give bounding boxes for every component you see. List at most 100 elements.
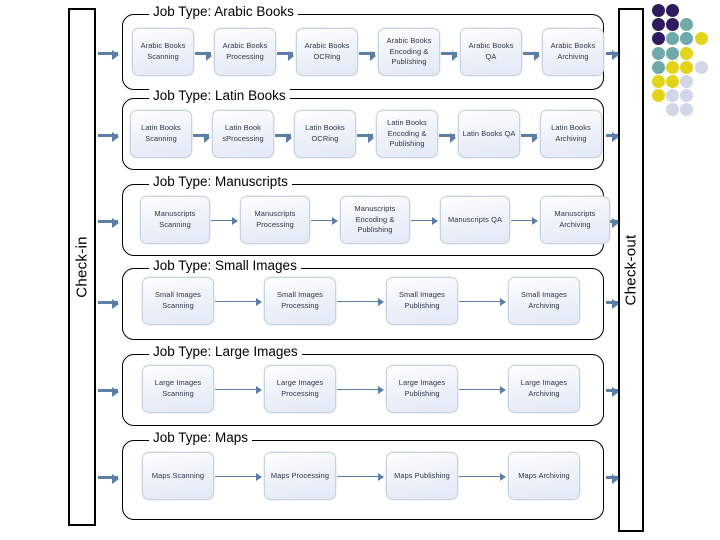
process-step-box[interactable]: Maps Publishing <box>386 452 458 500</box>
decorative-dot <box>694 32 708 46</box>
check-in-feeder-arrow <box>98 299 119 310</box>
process-step-label: Latin Books Scanning <box>141 123 181 143</box>
process-step-label: Manuscripts Encoding & Publishing <box>354 203 396 235</box>
process-step-box[interactable]: Manuscripts Archiving <box>540 196 610 244</box>
process-step-label: Small Images Processing <box>277 290 323 310</box>
decorative-dot <box>680 32 694 46</box>
process-step-box[interactable]: Latin Books OCRing <box>294 110 356 158</box>
process-step-box[interactable]: Latin Books Scanning <box>130 110 192 158</box>
job-type-group-label: Job Type: Small Images <box>149 259 301 273</box>
process-step-box[interactable]: Arabic Books OCRing <box>296 28 358 76</box>
check-out-exit-arrow <box>606 132 619 143</box>
job-type-group-label: Job Type: Maps <box>149 431 253 445</box>
process-step-box[interactable]: Latin Book sProcessing <box>212 110 274 158</box>
process-step-box[interactable]: Small Images Scanning <box>142 277 214 325</box>
check-in-feeder-arrow <box>98 50 119 61</box>
step-connector-arrow <box>275 132 292 143</box>
process-step-box[interactable]: Maps Processing <box>264 452 336 500</box>
process-step-box[interactable]: Large Images Processing <box>264 365 336 413</box>
process-step-label: Arabic Books Encoding & Publishing <box>386 35 432 67</box>
decorative-dot <box>666 103 680 117</box>
process-step-box[interactable]: Maps Scanning <box>142 452 214 500</box>
decorative-dot <box>680 75 694 88</box>
decorative-dot <box>666 18 680 32</box>
decorative-dot <box>680 60 694 74</box>
process-step-label: Latin Book sProcessing <box>222 123 264 143</box>
decorative-dot <box>652 89 665 103</box>
process-step-box[interactable]: Arabic Books QA <box>460 28 522 76</box>
step-connector-arrow <box>459 473 506 481</box>
process-step-label: Arabic Books QA <box>468 41 514 61</box>
step-connector-arrow <box>459 298 506 306</box>
check-out-exit-arrow <box>606 387 619 398</box>
check-out-exit-arrow <box>606 50 619 61</box>
check-in-feeder-arrow <box>98 218 119 229</box>
process-step-box[interactable]: Manuscripts Encoding & Publishing <box>340 196 410 244</box>
job-type-group-label: Job Type: Large Images <box>149 345 302 359</box>
step-connector-arrow <box>215 298 262 306</box>
check-out-bar: Check-out <box>618 8 644 532</box>
decorative-dot <box>680 18 694 32</box>
process-step-box[interactable]: Manuscripts Processing <box>240 196 310 244</box>
step-connector-arrow <box>357 132 374 143</box>
process-step-box[interactable]: Arabic Books Processing <box>214 28 276 76</box>
step-connector-arrow <box>193 132 210 143</box>
process-step-box[interactable]: Manuscripts QA <box>440 196 510 244</box>
process-step-box[interactable]: Large Images Publishing <box>386 365 458 413</box>
process-step-label: Arabic Books Archiving <box>550 41 596 61</box>
process-step-box[interactable]: Small Images Publishing <box>386 277 458 325</box>
process-step-box[interactable]: Small Images Processing <box>264 277 336 325</box>
decorative-dot <box>652 46 665 60</box>
process-step-label: Latin Books OCRing <box>305 123 345 143</box>
process-step-box[interactable]: Large Images Scanning <box>142 365 214 413</box>
process-step-box[interactable]: Manuscripts Scanning <box>140 196 210 244</box>
process-step-box[interactable]: Arabic Books Archiving <box>542 28 604 76</box>
process-step-box[interactable]: Large Images Archiving <box>508 365 580 413</box>
step-connector-arrow <box>195 50 212 61</box>
process-step-box[interactable]: Latin Books QA <box>458 110 520 158</box>
job-type-group: Job Type: Arabic Books <box>122 5 604 90</box>
decorative-dot <box>666 89 680 103</box>
job-type-group: Job Type: Latin Books <box>122 89 604 170</box>
process-step-label: Maps Archiving <box>518 470 570 480</box>
check-in-feeder-arrow <box>98 474 119 485</box>
process-step-box[interactable]: Latin Books Archiving <box>540 110 602 158</box>
decorative-dot <box>666 32 680 46</box>
process-step-box[interactable]: Arabic Books Scanning <box>132 28 194 76</box>
decorative-dot <box>652 4 665 17</box>
check-out-exit-arrow <box>606 299 619 310</box>
check-in-feeder-arrow <box>98 132 119 143</box>
process-step-box[interactable]: Maps Archiving <box>508 452 580 500</box>
decorative-dot <box>666 60 680 74</box>
process-step-label: Arabic Books Scanning <box>140 41 186 61</box>
check-out-exit-arrow <box>606 474 619 485</box>
step-connector-arrow <box>211 217 238 225</box>
check-out-label: Check-out <box>622 234 640 306</box>
process-step-label: Small Images Scanning <box>155 290 201 310</box>
process-step-label: Arabic Books Processing <box>222 41 268 61</box>
process-step-label: Small Images Archiving <box>521 290 567 310</box>
job-type-group: Job Type: Large Images <box>122 345 604 426</box>
step-connector-arrow <box>411 217 438 225</box>
decorative-dot <box>680 103 694 117</box>
process-step-box[interactable]: Arabic Books Encoding & Publishing <box>378 28 440 76</box>
step-connector-arrow <box>359 50 376 61</box>
process-step-label: Manuscripts Processing <box>254 209 296 229</box>
process-step-box[interactable]: Small Images Archiving <box>508 277 580 325</box>
process-step-label: Large Images Processing <box>276 378 324 398</box>
step-connector-arrow <box>337 473 384 481</box>
step-connector-arrow <box>459 386 506 394</box>
step-connector-arrow <box>277 50 294 61</box>
step-connector-arrow <box>523 50 540 61</box>
decorative-dot <box>666 46 680 60</box>
process-step-box[interactable]: Latin Books Encoding & Publishing <box>376 110 438 158</box>
process-step-label: Arabic Books OCRing <box>304 41 350 61</box>
step-connector-arrow <box>511 217 538 225</box>
decorative-dot <box>680 46 694 60</box>
process-step-label: Large Images Scanning <box>154 378 202 398</box>
job-type-group-label: Job Type: Manuscripts <box>149 175 292 189</box>
process-step-label: Large Images Publishing <box>398 378 446 398</box>
job-type-group-label: Job Type: Latin Books <box>149 89 290 103</box>
job-type-group: Job Type: Manuscripts <box>122 175 604 256</box>
